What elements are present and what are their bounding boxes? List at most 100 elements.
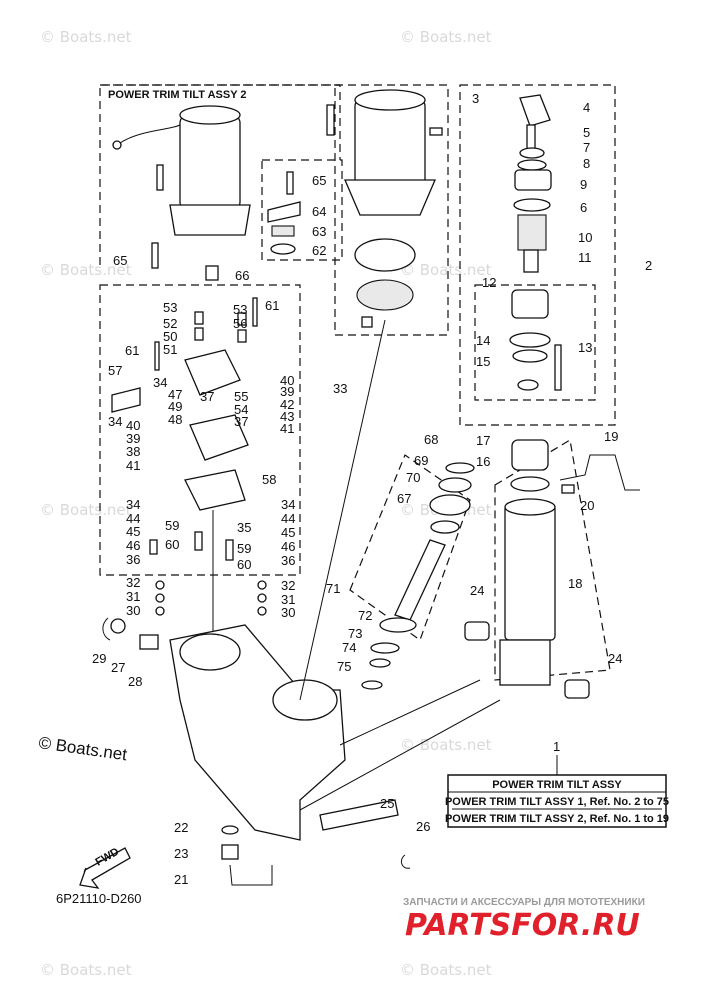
- callout: 55: [234, 389, 248, 404]
- callout: 59: [237, 541, 251, 556]
- watermark: © Boats.net: [40, 961, 132, 979]
- callout: 37: [234, 414, 248, 429]
- callout: 25: [380, 796, 394, 811]
- callout: 60: [165, 537, 179, 552]
- callout: 45: [281, 525, 295, 540]
- callout: 16: [476, 454, 490, 469]
- store-banner: ЗАПЧАСТИ И АКСЕССУАРЫ ДЛЯ МОТОТЕХНИКИ PA…: [403, 897, 645, 943]
- callout: 59: [165, 518, 179, 533]
- callout: 28: [128, 674, 142, 689]
- callout: 47: [168, 387, 182, 402]
- motor-body: [179, 114, 241, 211]
- bolt: [156, 164, 164, 191]
- main-housing: [102, 319, 501, 886]
- callout: 67: [397, 491, 411, 506]
- callout: 54: [234, 402, 248, 417]
- pipe-19: [559, 454, 640, 491]
- callout: 61: [125, 343, 139, 358]
- callout: 21: [174, 872, 188, 887]
- ring-22: [221, 825, 239, 835]
- callout: 7: [583, 140, 590, 155]
- ring-31-right: [257, 593, 267, 603]
- cylinder-18: [504, 504, 556, 641]
- callout: 24: [608, 651, 622, 666]
- callout: 75: [337, 659, 351, 674]
- pin-61: [154, 341, 160, 371]
- callout: 74: [342, 640, 356, 655]
- callout: 26: [416, 819, 430, 834]
- callout: 62: [312, 243, 326, 258]
- callout: 8: [583, 156, 590, 171]
- callout: 40: [280, 373, 294, 388]
- motor-flange: [344, 179, 436, 216]
- callout: 37: [200, 389, 214, 404]
- filter: [356, 279, 414, 311]
- tilt-motor-right: [326, 89, 443, 328]
- axis-line: [339, 679, 481, 746]
- callout: 43: [280, 409, 294, 424]
- bushing-24-right: [564, 679, 590, 699]
- bolt: [326, 104, 335, 136]
- pin: [361, 316, 373, 328]
- cylinder-base: [499, 639, 551, 686]
- drawing-code: 6P21110-D260: [56, 891, 142, 906]
- plug-66: [205, 265, 219, 281]
- bracket-57: [111, 387, 141, 413]
- piston-72: [379, 617, 417, 633]
- rod-71: [394, 539, 446, 621]
- callout: 53: [233, 302, 247, 317]
- callout: 6: [580, 200, 587, 215]
- trim-rod-assembly: [361, 462, 475, 690]
- callout: 52: [163, 316, 177, 331]
- rod-11: [523, 249, 539, 273]
- copyright-label: © Boats.net: [37, 733, 128, 764]
- washer: [517, 379, 539, 391]
- callout: 60: [237, 557, 251, 572]
- callout: 64: [312, 204, 326, 219]
- legend: 1 POWER TRIM TILT ASSY POWER TRIM TILT A…: [445, 739, 669, 828]
- callout: 12: [482, 275, 496, 290]
- callout: 34: [108, 414, 122, 429]
- valve-body-box-33: [99, 284, 301, 576]
- ring-31: [155, 593, 165, 603]
- watermark: © Boats.net: [400, 736, 492, 754]
- callout: 53: [163, 300, 177, 315]
- legend-row: POWER TRIM TILT ASSY 1, Ref. No. 2 to 75: [445, 796, 669, 808]
- oring-67: [430, 520, 460, 534]
- callout: 41: [280, 421, 294, 436]
- watermark: © Boats.net: [40, 501, 132, 519]
- callout: 72: [358, 608, 372, 623]
- tilt-motor-left: [112, 105, 251, 236]
- callout: 65: [312, 173, 326, 188]
- callout: 4: [583, 100, 590, 115]
- motor-body: [354, 99, 426, 191]
- callout: 15: [476, 354, 490, 369]
- callout: 22: [174, 820, 188, 835]
- callout: 57: [108, 363, 122, 378]
- legend-ref: 1: [553, 739, 560, 754]
- motor-cap: [179, 105, 241, 125]
- watermark: © Boats.net: [400, 961, 492, 979]
- callout: 31: [126, 589, 140, 604]
- bolt-65: [151, 242, 159, 269]
- valve-body-assembly: [111, 297, 267, 640]
- callout: 58: [262, 472, 276, 487]
- ring-32: [155, 580, 165, 590]
- axis-line: [299, 699, 501, 811]
- callout: 23: [174, 846, 188, 861]
- callout: 56: [233, 316, 247, 331]
- callout: 70: [406, 470, 420, 485]
- group-71-box: [349, 454, 471, 641]
- callout: 68: [424, 432, 438, 447]
- watermark: © Boats.net: [400, 261, 492, 279]
- housing-body: [169, 624, 346, 841]
- filter-parts: [151, 171, 301, 281]
- callout: 44: [281, 511, 295, 526]
- callout: 13: [578, 340, 592, 355]
- callout: 11: [578, 250, 592, 265]
- callout: 44: [126, 511, 140, 526]
- callout: 19: [604, 429, 618, 444]
- callout: 41: [126, 458, 140, 473]
- plug-23: [221, 844, 239, 860]
- spring-10: [517, 214, 547, 251]
